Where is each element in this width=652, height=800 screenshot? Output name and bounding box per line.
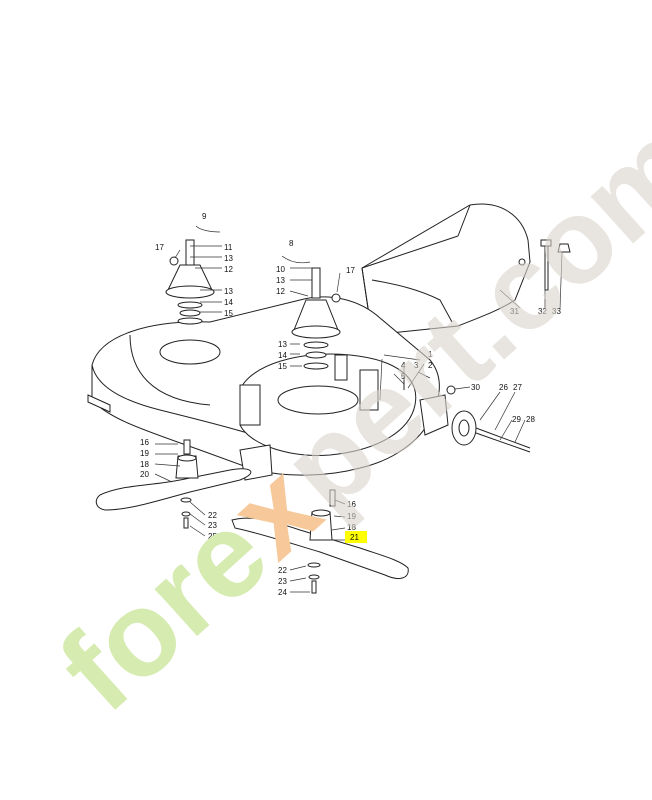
callout-23a[interactable]: 23 xyxy=(208,521,217,530)
callout-4[interactable]: 4 xyxy=(401,361,406,370)
callout-13b[interactable]: 13 xyxy=(224,287,233,296)
callout-18b[interactable]: 18 xyxy=(347,523,356,532)
callout-22b[interactable]: 22 xyxy=(278,566,287,575)
callout-1[interactable]: 1 xyxy=(428,350,433,359)
leader-lines xyxy=(154,225,563,593)
callout-29[interactable]: 29 xyxy=(512,415,521,424)
callout-21[interactable]: 21 xyxy=(350,533,359,542)
left-spindle-assembly xyxy=(165,239,215,325)
anti-scalp-wheel xyxy=(403,380,531,453)
callout-15a[interactable]: 15 xyxy=(224,309,233,318)
callout-14a[interactable]: 14 xyxy=(224,298,233,307)
callout-13a[interactable]: 13 xyxy=(224,254,233,263)
callout-15b[interactable]: 15 xyxy=(278,362,287,371)
callout-31[interactable]: 31 xyxy=(510,307,519,316)
callout-16a[interactable]: 16 xyxy=(140,438,149,447)
chute-bolts xyxy=(540,239,571,291)
callout-3[interactable]: 3 xyxy=(414,361,419,370)
callout-17a[interactable]: 17 xyxy=(155,243,164,252)
callout-32[interactable]: 32 xyxy=(538,307,547,316)
callout-13d[interactable]: 13 xyxy=(278,340,287,349)
callout-22a[interactable]: 22 xyxy=(208,511,217,520)
callout-28[interactable]: 28 xyxy=(526,415,535,424)
right-spindle-assembly xyxy=(291,267,341,370)
callout-16b[interactable]: 16 xyxy=(347,500,356,509)
right-blade-assembly xyxy=(231,489,409,594)
callout-27[interactable]: 27 xyxy=(513,383,522,392)
callout-25[interactable]: 25 xyxy=(208,532,217,541)
deck-housing xyxy=(87,296,449,481)
callout-18a[interactable]: 18 xyxy=(140,460,149,469)
callout-11[interactable]: 11 xyxy=(224,243,233,252)
callout-5[interactable]: 5 xyxy=(401,372,406,381)
callout-17b[interactable]: 17 xyxy=(346,266,355,275)
discharge-chute xyxy=(361,203,531,336)
callout-14b[interactable]: 14 xyxy=(278,351,287,360)
callout-19a[interactable]: 19 xyxy=(140,449,149,458)
callout-26[interactable]: 26 xyxy=(499,383,508,392)
callout-8[interactable]: 8 xyxy=(289,239,294,248)
callout-20[interactable]: 20 xyxy=(140,470,149,479)
callout-2[interactable]: 2 xyxy=(428,361,433,370)
callout-12b[interactable]: 12 xyxy=(276,287,285,296)
callout-9[interactable]: 9 xyxy=(202,212,207,221)
callout-24[interactable]: 24 xyxy=(278,588,287,597)
callout-19b[interactable]: 19 xyxy=(347,512,356,521)
part-21-highlight xyxy=(345,531,367,543)
callout-13c[interactable]: 13 xyxy=(276,276,285,285)
left-blade-assembly xyxy=(95,439,252,529)
callout-10[interactable]: 10 xyxy=(276,265,285,274)
callout-30[interactable]: 30 xyxy=(471,383,480,392)
callout-23b[interactable]: 23 xyxy=(278,577,287,586)
callout-12a[interactable]: 12 xyxy=(224,265,233,274)
callout-33[interactable]: 33 xyxy=(552,307,561,316)
